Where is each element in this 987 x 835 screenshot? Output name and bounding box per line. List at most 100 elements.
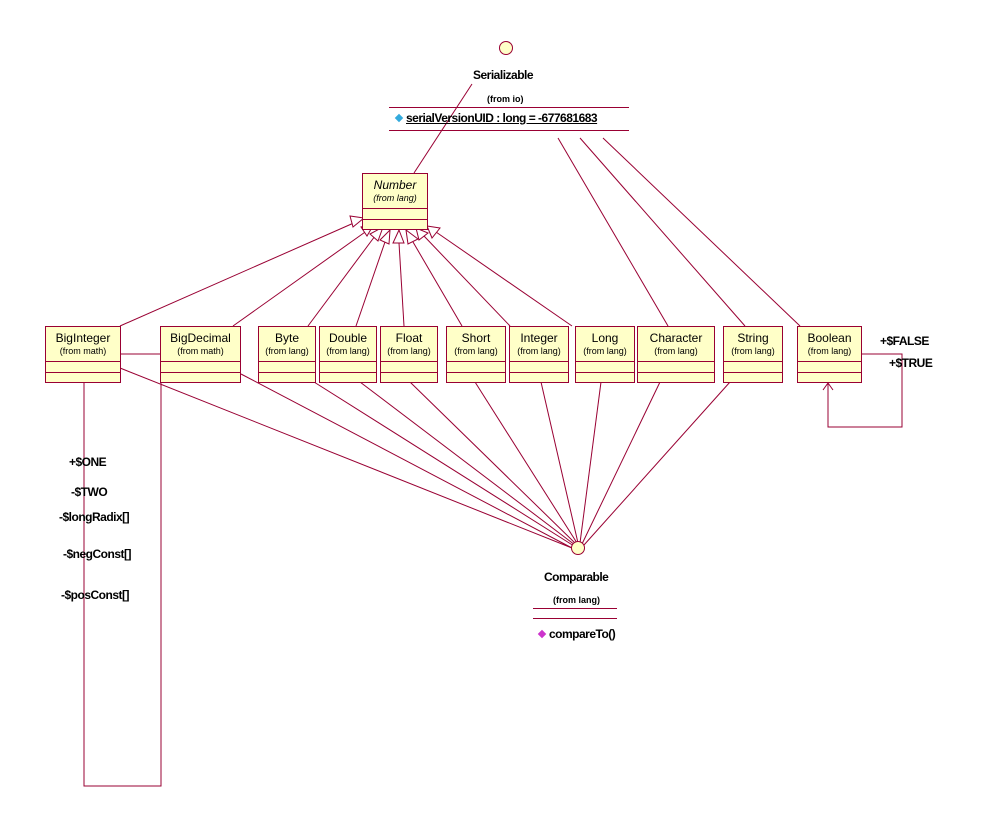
serializable-separator-2 xyxy=(389,130,629,131)
comparable-operation-text: compareTo() xyxy=(549,627,616,641)
class-integer-sep-2 xyxy=(510,372,568,373)
class-number-name: Number xyxy=(373,178,417,192)
attribute-icon xyxy=(394,113,404,123)
edge-double-comparable xyxy=(359,381,576,546)
edge-integer-number xyxy=(423,235,511,327)
class-integer-name: Integer xyxy=(520,331,558,345)
class-short-from: (from lang) xyxy=(454,346,498,356)
class-number[interactable]: Number (from lang) xyxy=(362,173,428,230)
class-long[interactable]: Long (from lang) xyxy=(575,326,635,383)
class-biginteger-name: BigInteger xyxy=(55,331,111,345)
class-character-from: (from lang) xyxy=(654,346,698,356)
arrowhead-float xyxy=(392,228,405,244)
class-boolean-sep-2 xyxy=(798,372,861,373)
class-biginteger-sep-1 xyxy=(46,361,120,362)
class-long-sep-2 xyxy=(576,372,634,373)
class-byte[interactable]: Byte (from lang) xyxy=(258,326,316,383)
operation-icon xyxy=(537,629,547,639)
class-integer[interactable]: Integer (from lang) xyxy=(509,326,569,383)
edge-character-comparable xyxy=(581,381,661,545)
class-double[interactable]: Double (from lang) xyxy=(319,326,377,383)
class-integer-from: (from lang) xyxy=(517,346,561,356)
class-number-sep-2 xyxy=(363,219,427,220)
class-biginteger-sep-2 xyxy=(46,372,120,373)
class-biginteger[interactable]: BigInteger (from math) xyxy=(45,326,121,383)
class-bigdecimal-sep-1 xyxy=(161,361,240,362)
edge-float-comparable xyxy=(409,381,577,545)
comparable-name: Comparable xyxy=(544,570,609,584)
class-long-from: (from lang) xyxy=(583,346,627,356)
serializable-from: (from io) xyxy=(487,94,524,104)
edge-short-comparable xyxy=(474,381,578,544)
class-boolean[interactable]: Boolean (from lang) xyxy=(797,326,862,383)
edge-bigdecimal-comparable xyxy=(240,373,573,549)
comparable-interface-circle xyxy=(571,541,585,555)
class-float-name: Float xyxy=(395,331,423,345)
class-short-sep-2 xyxy=(447,372,505,373)
class-long-sep-1 xyxy=(576,361,634,362)
class-short-sep-1 xyxy=(447,361,505,362)
serializable-attribute: serialVersionUID : long = -677681683 xyxy=(394,111,598,125)
edge-float-number xyxy=(398,242,405,327)
biginteger-role-longradix: -$longRadix[] xyxy=(59,510,130,524)
serializable-separator-1 xyxy=(389,107,629,108)
edge-string-comparable xyxy=(583,381,731,546)
class-character[interactable]: Character (from lang) xyxy=(637,326,715,383)
edge-byte-comparable xyxy=(313,381,575,547)
class-character-sep-1 xyxy=(638,361,714,362)
class-double-name: Double xyxy=(328,331,368,345)
class-boolean-from: (from lang) xyxy=(807,346,852,356)
edge-double-number xyxy=(355,241,386,327)
class-double-sep-2 xyxy=(320,372,376,373)
edge-serializable-number xyxy=(413,83,473,174)
class-long-name: Long xyxy=(591,331,619,345)
class-boolean-name: Boolean xyxy=(807,331,852,345)
edge-long-comparable xyxy=(579,381,602,544)
comparable-separator-1 xyxy=(533,608,617,609)
class-integer-sep-1 xyxy=(510,361,568,362)
arrowhead-double xyxy=(379,228,391,245)
edge-byte-number xyxy=(307,235,376,327)
arrowhead-short xyxy=(405,228,419,245)
arrowhead-byte xyxy=(369,225,384,242)
edge-biginteger-number xyxy=(119,221,357,327)
class-boolean-sep-1 xyxy=(798,361,861,362)
edge-biginteger-comparable xyxy=(119,367,573,549)
class-bigdecimal-sep-2 xyxy=(161,372,240,373)
serializable-interface-circle xyxy=(499,41,513,55)
class-byte-name: Byte xyxy=(274,331,299,345)
class-character-name: Character xyxy=(649,331,703,345)
class-short[interactable]: Short (from lang) xyxy=(446,326,506,383)
class-number-from: (from lang) xyxy=(373,193,417,203)
class-bigdecimal[interactable]: BigDecimal (from math) xyxy=(160,326,241,383)
edge-serializable-character xyxy=(557,137,669,327)
biginteger-role-posconst: -$posConst[] xyxy=(61,588,130,602)
class-double-from: (from lang) xyxy=(326,346,370,356)
boolean-role-true: +$TRUE xyxy=(889,356,933,370)
edge-short-number xyxy=(412,241,463,327)
comparable-separator-2 xyxy=(533,618,617,619)
class-float[interactable]: Float (from lang) xyxy=(380,326,438,383)
arrowhead-biginteger xyxy=(349,215,366,228)
arrowhead-integer xyxy=(415,227,429,241)
arrowhead-long xyxy=(426,225,441,239)
biginteger-role-negconst: -$negConst[] xyxy=(63,547,132,561)
class-string-from: (from lang) xyxy=(731,346,775,356)
boolean-role-false: +$FALSE xyxy=(880,334,929,348)
arrowhead-boolean-self xyxy=(822,382,834,391)
class-string-name: String xyxy=(737,331,769,345)
class-bigdecimal-name: BigDecimal xyxy=(170,331,231,345)
class-string-sep-1 xyxy=(724,361,782,362)
edge-bigdecimal-number xyxy=(232,229,369,327)
edge-long-number xyxy=(435,231,573,327)
class-number-sep-1 xyxy=(363,208,427,209)
class-byte-sep-2 xyxy=(259,372,315,373)
edge-biginteger-self xyxy=(83,353,162,787)
edge-serializable-boolean xyxy=(602,137,801,327)
serializable-name: Serializable xyxy=(473,68,534,82)
comparable-from: (from lang) xyxy=(553,595,600,605)
class-biginteger-from: (from math) xyxy=(59,346,107,356)
class-string[interactable]: String (from lang) xyxy=(723,326,783,383)
class-byte-from: (from lang) xyxy=(265,346,309,356)
